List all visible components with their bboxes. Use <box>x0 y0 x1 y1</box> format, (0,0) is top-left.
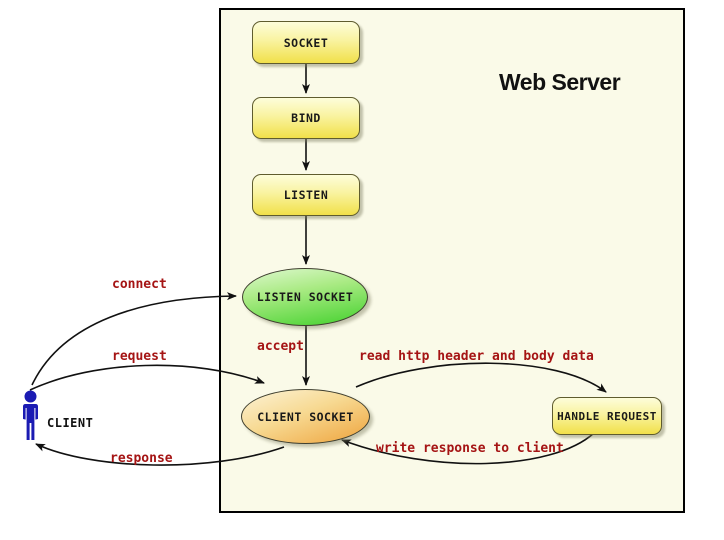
node-client-socket-label: CLIENT SOCKET <box>257 409 354 424</box>
node-bind-label: BIND <box>291 111 321 125</box>
node-client-socket: CLIENT SOCKET <box>241 389 370 444</box>
node-bind: BIND <box>252 97 360 139</box>
edge-label-accept: accept <box>257 339 304 354</box>
node-listen-socket: LISTEN SOCKET <box>242 268 368 326</box>
node-socket-label: SOCKET <box>283 35 329 50</box>
edge-label-connect: connect <box>112 277 167 292</box>
node-listen: LISTEN <box>252 174 360 216</box>
edge-label-response: response <box>110 451 173 466</box>
node-handle-request-label: HANDLE REQUEST <box>557 409 657 423</box>
node-handle-request: HANDLE REQUEST <box>552 397 662 435</box>
diagram-title: Web Server <box>499 69 621 95</box>
node-listen-label: LISTEN <box>283 188 329 202</box>
edge-label-read: read http header and body data <box>359 349 594 364</box>
node-listen-socket-label: LISTEN SOCKET <box>256 290 354 304</box>
edge-label-write: write response to client <box>376 441 564 456</box>
arrow-connect <box>31 292 237 386</box>
client-person-icon <box>23 390 38 440</box>
node-socket: SOCKET <box>252 21 360 64</box>
edge-label-request: request <box>112 349 167 364</box>
client-label: CLIENT <box>47 416 94 430</box>
